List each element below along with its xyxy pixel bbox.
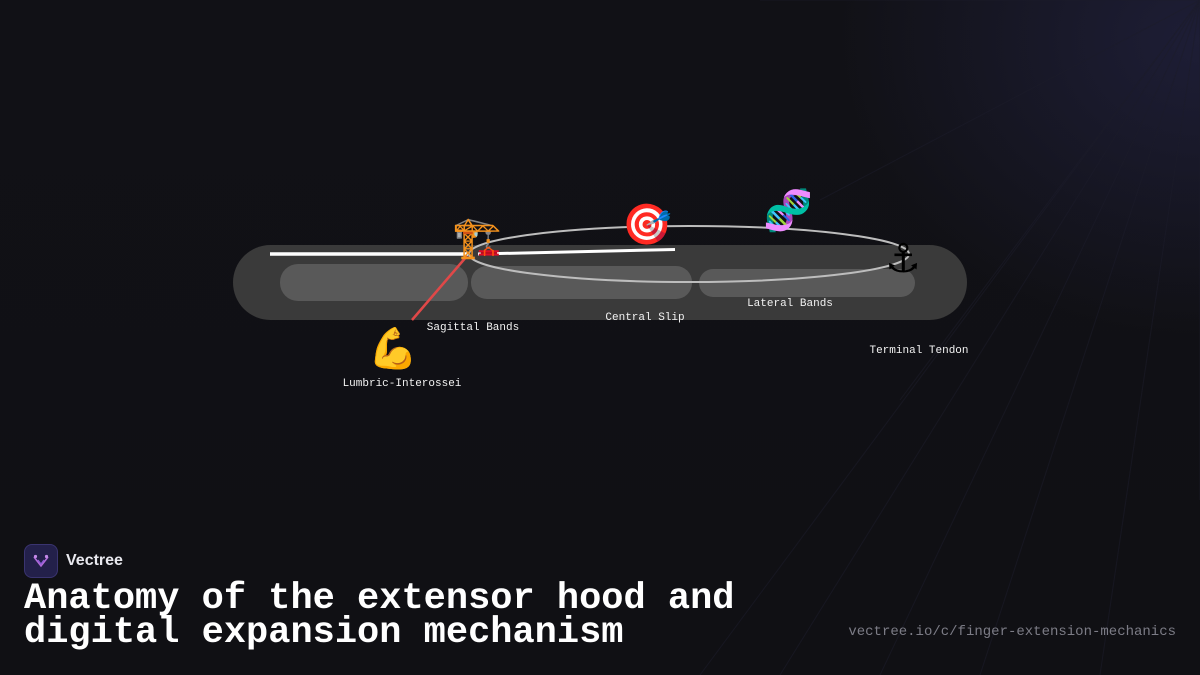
distal-phalanx — [699, 269, 915, 297]
anchor-icon: ⚓ — [885, 236, 921, 282]
target-icon: 🎯 — [622, 202, 672, 248]
label-lateral-bands: Lateral Bands — [747, 298, 833, 310]
source-url[interactable]: vectree.io/c/finger-extension-mechanics — [848, 624, 1176, 640]
middle-phalanx — [471, 266, 692, 299]
brand-name: Vectree — [66, 552, 123, 569]
crane-icon: 🏗️ — [452, 215, 502, 261]
vectree-logo-icon — [24, 544, 58, 578]
label-sagittal-bands: Sagittal Bands — [427, 322, 519, 334]
brand: Vectree — [24, 544, 123, 578]
label-lumbric-interossei: Lumbric-Interossei — [343, 378, 462, 390]
label-central-slip: Central Slip — [605, 312, 684, 324]
lumbrical-line — [411, 255, 468, 321]
label-terminal-tendon: Terminal Tendon — [869, 345, 968, 357]
page-title: Anatomy of the extensor hood and digital… — [24, 578, 735, 654]
proximal-phalanx — [280, 264, 468, 301]
dna-icon: 🧬 — [763, 186, 813, 234]
flexed-biceps-icon: 💪 — [368, 325, 418, 372]
central-slip-tendon — [477, 248, 676, 256]
lateral-band-loop — [468, 225, 910, 283]
